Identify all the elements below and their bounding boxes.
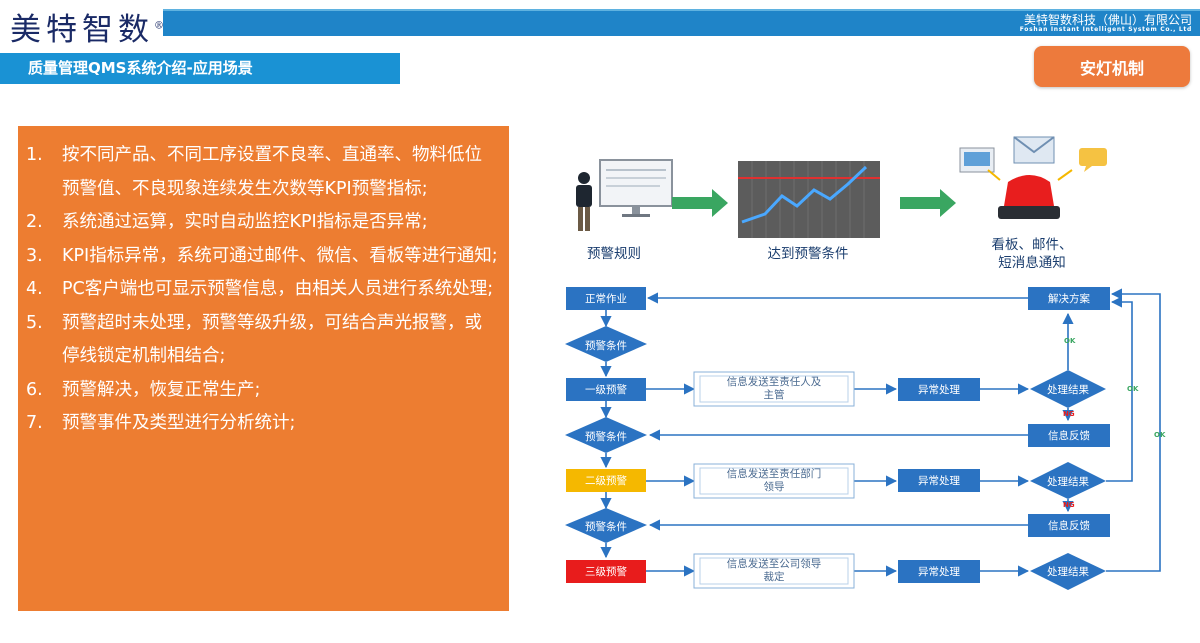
person-at-monitor-icon [576,159,673,231]
section-title: 质量管理QMS系统介绍-应用场景 [28,59,253,77]
company-name-cn: 美特智数科技（佛山）有限公司 [1023,13,1192,27]
flow-warning-condition: 预警条件 [585,340,627,352]
flow-message-level1: 信息发送至责任人及主管 [726,376,822,401]
flow-handling-result: 处理结果 [1047,566,1089,578]
list-item: 3.KPI指标异常，系统可通过邮件、微信、看板等进行通知; [26,245,498,266]
flow-solution: 解决方案 [1048,293,1090,305]
process-arrow-icon [672,189,728,217]
flow-exception-handling: 异常处理 [918,384,960,396]
feature-panel: 1.按不同产品、不同工序设置不良率、直通率、物料低位预警值、不良现象连续发生次数… [18,126,509,611]
kpi-trend-chart-icon [738,161,880,238]
list-item: 7.预警事件及类型进行分析统计; [26,413,296,433]
header-bar [163,11,1200,36]
flow-level2-warning: 二级预警 [585,475,627,487]
process-arrow-icon [900,189,956,217]
flowchart-boxes [565,287,1110,590]
andon-badge: 安灯机制 [1034,46,1190,87]
flow-message-level2: 信息发送至责任部门领导 [726,468,822,493]
flow-normal-operation: 正常作业 [585,293,627,305]
flow-exception-handling: 异常处理 [918,475,960,487]
header-rule [163,9,1200,11]
process-label-notify: 看板、邮件、短消息通知 [991,237,1073,271]
company-name-en: Foshan Instant Intelligent System Co., L… [1019,26,1192,33]
list-item: 2.系统通过运算，实时自动监控KPI指标是否异常; [26,212,428,232]
flow-ok-label: OK [1154,431,1166,439]
list-item: 1.按不同产品、不同工序设置不良率、直通率、物料低位预警值、不良现象连续发生次数… [26,145,482,199]
flow-level1-warning: 一级预警 [585,384,627,396]
flow-handling-result: 处理结果 [1047,476,1089,488]
process-label-condition: 达到预警条件 [767,246,849,262]
list-item: 6.预警解决，恢复正常生产; [26,379,261,400]
list-item: 5.预警超时未处理，预警等级升级，可结合声光报警，或停线锁定机制相结合; [26,312,482,367]
flow-ok-label: OK [1127,385,1139,393]
brand-logo: 美特智数® [10,12,164,48]
company-name: 美特智数科技（佛山）有限公司 Foshan Instant Intelligen… [1020,14,1192,34]
flow-level3-warning: 三级预警 [585,566,627,578]
feature-list: 1.按不同产品、不同工序设置不良率、直通率、物料低位预警值、不良现象连续发生次数… [18,126,509,441]
flow-exception-handling: 异常处理 [918,566,960,578]
flow-handling-result: 处理结果 [1047,384,1089,396]
escalation-flowchart [565,287,1161,590]
flow-ng-label: NG [1063,501,1075,509]
list-item: 4.PC客户端也可显示预警信息，由相关人员进行系统处理; [26,279,494,299]
notification-icons [959,136,1107,219]
flow-warning-condition: 预警条件 [585,431,627,443]
section-title-bar [0,53,400,84]
flow-feedback: 信息反馈 [1048,520,1090,532]
flow-ng-label: NG [1063,410,1075,418]
flow-message-level3: 信息发送至公司领导裁定 [726,558,822,583]
flow-ok-label: OK [1064,337,1076,345]
registered-mark: ® [154,20,164,32]
process-label-rule: 预警规则 [587,246,641,262]
flow-feedback: 信息反馈 [1048,430,1090,442]
flow-warning-condition: 预警条件 [585,521,627,533]
process-illustration [576,136,1107,238]
